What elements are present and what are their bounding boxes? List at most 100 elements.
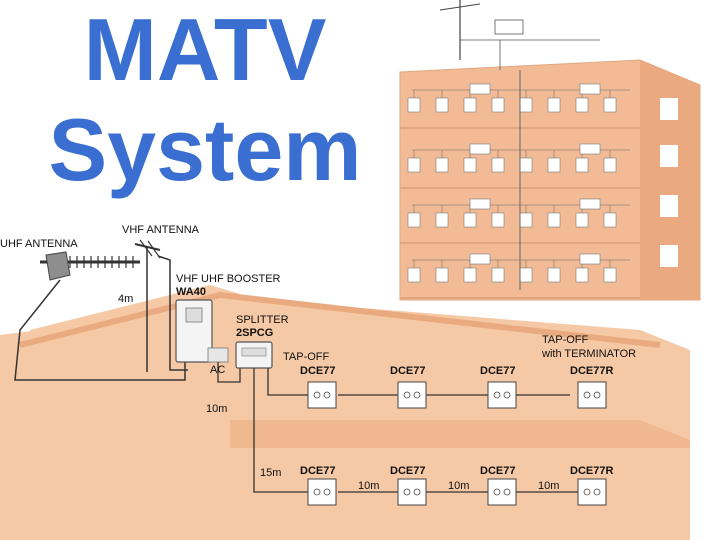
apartment-outlet-box [435,267,449,283]
building-side [640,60,700,300]
apartment-outlet-box [407,97,421,113]
upper-outlet-socket [403,391,411,399]
title-line-2: System [48,100,362,199]
apartment-tap-box [469,198,491,210]
apartment-outlet-box [603,157,617,173]
apartment-outlet-box [491,97,505,113]
lower-outlet-socket [583,488,591,496]
apartment-outlet-box [463,157,477,173]
apartment-outlet-box [463,267,477,283]
title-line-1: MATV [83,0,327,99]
apartment-outlet-box [491,157,505,173]
building-antenna-element [439,3,481,11]
splitter-unit [235,341,273,369]
apartment-outlet-box [519,97,533,113]
uhf-cable [14,279,186,381]
vhf-antenna-element [139,239,153,257]
apartment-tap-box [579,198,601,210]
booster-unit [175,299,229,363]
ac-label: AC [210,364,225,376]
tapoff-term-label-1: TAP-OFF [542,334,589,346]
lower-outlet-label-3: DCE77 [480,465,515,477]
tapoff-label: TAP-OFF [283,351,330,363]
lower-distance-label: 10m [538,480,559,492]
apartment-outlet-box [519,212,533,228]
booster-title-label: VHF UHF BOOSTER [176,273,281,285]
lower-outlet-3 [487,478,517,506]
apartment-outlet-box [463,97,477,113]
apartment-outlet-box [547,157,561,173]
upper-outlet-socket [503,391,511,399]
vhf-antenna-element [147,240,161,259]
vhf-cable [157,255,188,371]
vhf-antenna [134,239,161,259]
booster-psu [207,347,229,363]
apartment-outlet-box [435,97,449,113]
apartment-outlet-box [491,267,505,283]
house-left-edge [0,330,40,540]
apartment-outlet-box [435,157,449,173]
splitter-model-label: 2SPCG [236,327,273,339]
lower-outlet-socket [493,488,501,496]
apartment-outlet-box [575,97,589,113]
splitter-panel [241,347,267,357]
upper-outlet-socket [323,391,331,399]
apartment-outlet-box [519,157,533,173]
apartment-tap-box [469,253,491,265]
vhf-antenna-label: VHF ANTENNA [122,224,200,236]
apartment-tap-box [579,253,601,265]
building-booster-box [494,19,524,35]
upper-outlet-socket [593,391,601,399]
tapoff-term-label-2: with TERMINATOR [541,348,636,360]
house-floor-divider [230,420,690,448]
lower-outlet-label-4: DCE77R [570,465,613,477]
apartment-outlet-box [547,267,561,283]
apartment-outlet-box [463,212,477,228]
upper-trunk-cable [267,368,310,396]
apartment-outlet-box [547,97,561,113]
page-title: MATV System [40,0,370,200]
lower-outlet-4 [577,478,607,506]
uhf-antenna [40,251,140,281]
building-floors [400,70,640,299]
lower-trunk-cable [253,368,310,493]
lower-outlet-socket [593,488,601,496]
apartment-outlet-box [575,212,589,228]
apartment-outlet-box [491,212,505,228]
apartment-outlet-box [519,267,533,283]
apartment-tap-box [579,143,601,155]
upper-outlet-1 [307,381,337,409]
lower-outlet-2 [397,478,427,506]
lower-outlet-socket [323,488,331,496]
booster-model-label: WA40 [176,286,206,298]
lower-outlet-1 [307,478,337,506]
lower-outlet-socket [503,488,511,496]
apartment-outlet-box [407,212,421,228]
splitter-title-label: SPLITTER [236,314,289,326]
building-window [660,245,678,267]
lower-outlet-socket [313,488,321,496]
apartment-tap-box [469,143,491,155]
upper-outlet-socket [313,391,321,399]
upper-outlet-4 [577,381,607,409]
upper-outlet-socket [493,391,501,399]
apartment-tap-box [469,83,491,95]
apartment-outlet-box [603,267,617,283]
lower-outlet-label-2: DCE77 [390,465,425,477]
building-window [660,195,678,217]
building-window [660,98,678,120]
upper-outlet-socket [413,391,421,399]
upper-outlet-2 [397,381,427,409]
lower-distance-label: 10m [358,480,379,492]
apartment-outlet-box [407,267,421,283]
distance-15m-label: 15m [260,467,281,479]
apartment-outlet-box [575,157,589,173]
upper-outlet-socket [583,391,591,399]
building-window [660,145,678,167]
distance-10m-label: 10m [206,403,227,415]
upper-outlet-label-4: DCE77R [570,365,613,377]
apartment-outlet-box [575,267,589,283]
booster-panel [185,307,203,323]
